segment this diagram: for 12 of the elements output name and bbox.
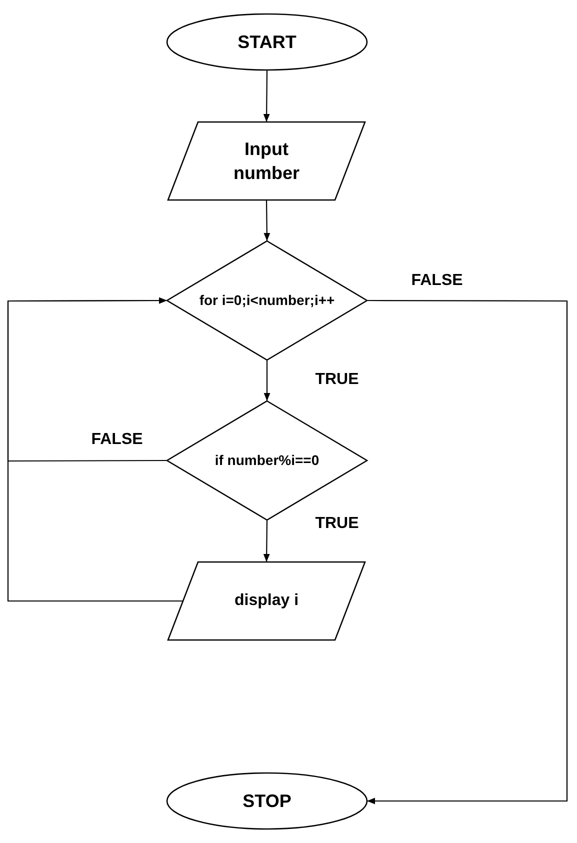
arrow [7,297,167,462]
arrow [264,200,270,241]
node-label: STOP [242,790,292,813]
node-label: START [238,30,296,54]
arrow [367,300,568,804]
arrow [263,520,270,562]
node-label: display i [234,591,299,612]
arrow [263,70,270,122]
node-label: Input number [232,138,300,185]
node-label: if number%i==0 [214,451,320,470]
arrow [264,360,270,401]
node-label: for i=0;i<number;i++ [199,291,335,310]
